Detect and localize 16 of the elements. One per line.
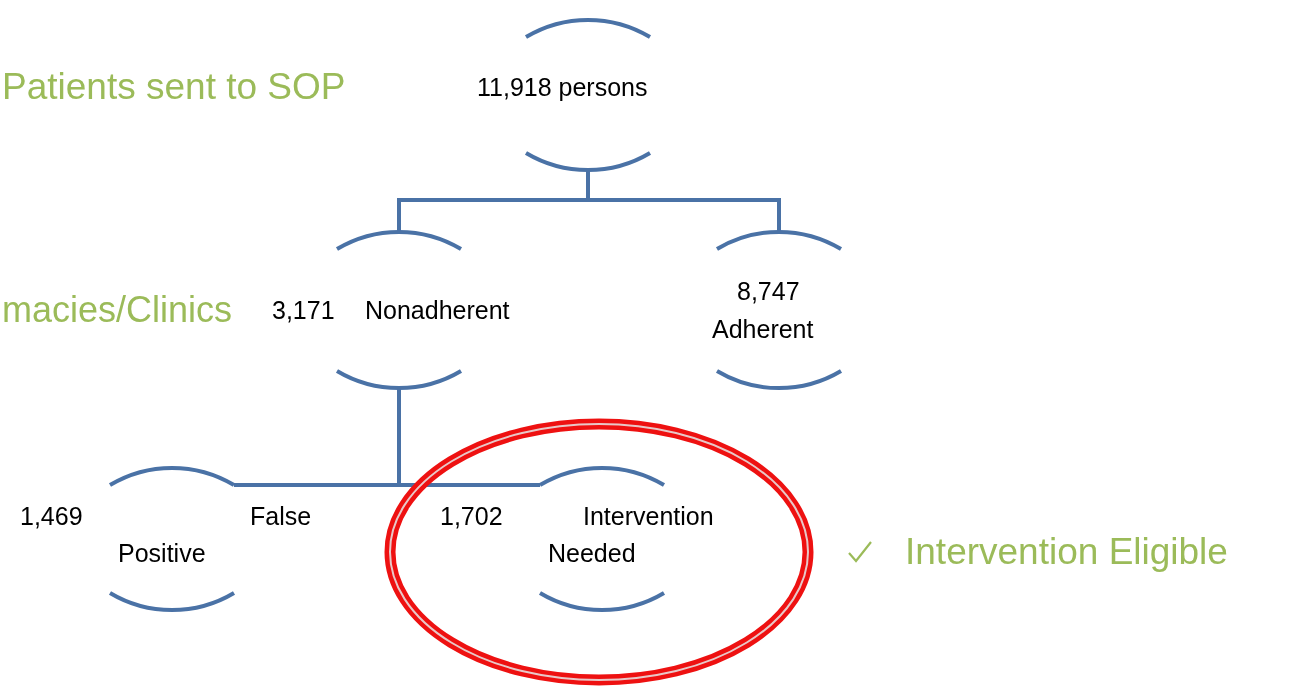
side-label: macies/Clinics <box>2 288 233 332</box>
node-text: False <box>250 501 312 531</box>
connector-line <box>586 170 781 232</box>
node-text: 3,171 <box>272 295 335 325</box>
node-text: Nonadherent <box>365 295 510 325</box>
node-text: 1,469 <box>20 501 83 531</box>
side-label: Patients sent to SOP <box>2 65 346 109</box>
node-text: Needed <box>548 538 636 568</box>
node-text: Positive <box>118 538 206 568</box>
node-text: Adherent <box>712 314 814 344</box>
annotation-text: Intervention Eligible <box>905 530 1228 574</box>
node-text: 1,702 <box>440 501 503 531</box>
connector-line <box>397 388 540 487</box>
node-text: 11,918 persons <box>477 72 648 102</box>
node-text: 8,747 <box>737 276 800 306</box>
node-text: Intervention <box>583 501 714 531</box>
